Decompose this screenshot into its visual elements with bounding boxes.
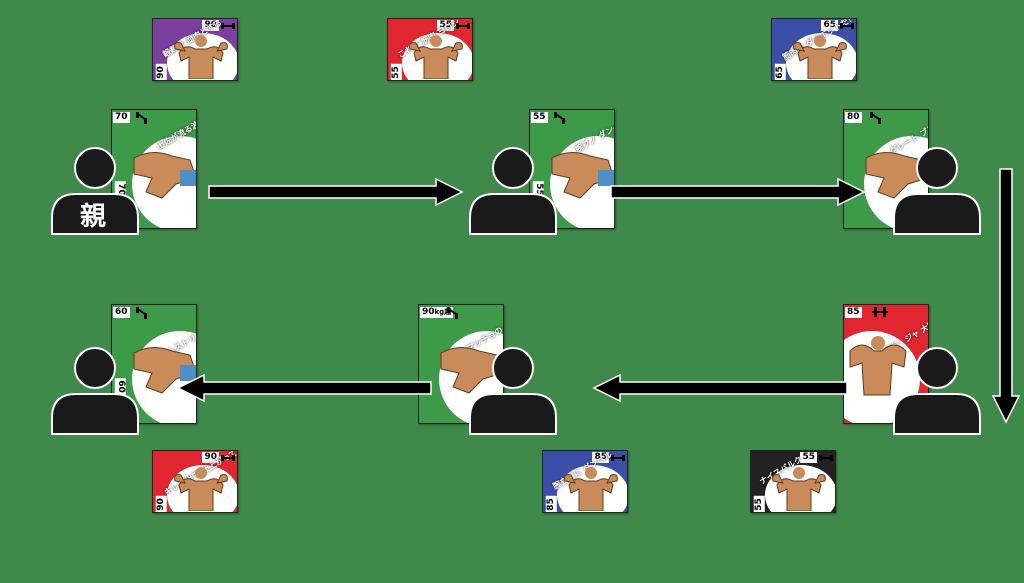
deck-card-5-weight: 85 <box>592 452 609 463</box>
dumbbell-icon <box>819 455 833 461</box>
deck-card-4-weight: 90 <box>202 452 219 463</box>
arrow-left-2-icon <box>176 374 432 402</box>
deck-card-2: 55 55 これが 筋肉 ヨロシ <box>387 18 473 81</box>
player-card-2-weight: 55 <box>531 112 548 123</box>
dumbbell-icon <box>872 307 888 317</box>
deck-card-6-weight: 55 <box>800 452 817 463</box>
player-card-4-weight: 85 <box>845 307 862 318</box>
deck-card-2-weight: 55 <box>437 20 454 31</box>
arrow-right-1-icon <box>208 178 464 206</box>
bodybuilder-figure-icon <box>865 152 928 199</box>
bodybuilder-figure-icon <box>564 467 618 511</box>
dumbbell-icon <box>447 307 458 319</box>
player-3-person-silhouette-icon <box>893 147 981 235</box>
bodybuilder-figure-icon <box>174 35 228 79</box>
bodybuilder-figure-icon <box>174 467 228 511</box>
deck-card-1-weight: 90 <box>202 20 219 31</box>
arrow-right-2-icon <box>610 178 866 206</box>
deck-card-5: 85 85 腕立てに ダンベル <box>542 450 628 513</box>
bodybuilder-figure-icon <box>133 347 196 394</box>
player-card-5-weight: 90kg超 <box>420 307 454 318</box>
deck-card-4-side-weight: 90 <box>155 496 167 512</box>
dumbbell-icon <box>611 455 625 461</box>
bodybuilder-figure-icon <box>440 347 503 394</box>
player-2-person-silhouette-icon <box>469 147 557 235</box>
dumbbell-icon <box>840 23 854 29</box>
bodybuilder-figure-icon <box>793 35 847 79</box>
dumbbell-icon <box>456 23 470 29</box>
arrow-left-1-icon <box>592 374 848 402</box>
dumbbell-icon <box>136 112 147 124</box>
dumbbell-icon <box>221 23 235 29</box>
deck-card-1-side-weight: 90 <box>155 64 167 80</box>
player-card-4: 85 脱毛か、ジャ 大胸筋だ! <box>843 304 929 424</box>
deck-card-6: 55 55 ナイスバルク <box>750 450 836 513</box>
bodybuilder-figure-icon <box>133 152 196 199</box>
parent-label: 親 <box>80 202 107 232</box>
deck-card-5-side-weight: 85 <box>545 496 557 512</box>
dumbbell-icon <box>870 112 881 124</box>
player-6-person-silhouette-icon <box>51 347 139 435</box>
deck-card-1: 90 90 鍛錬は 血肉とする <box>152 18 238 81</box>
player-card-1: 70 70 土佐が流る波 <box>111 109 197 229</box>
player-card-3-weight: 80 <box>845 112 862 123</box>
dumbbell-icon <box>221 455 235 461</box>
deck-card-3: 65 65 筋肉は ダイエットだ! <box>771 18 857 81</box>
deck-card-6-side-weight: 55 <box>753 496 765 512</box>
bodybuilder-figure-icon <box>409 35 463 79</box>
player-card-1-weight: 70 <box>113 112 130 123</box>
deck-card-3-side-weight: 65 <box>774 64 786 80</box>
arrow-down-icon <box>992 168 1020 424</box>
dumbbell-icon <box>554 112 565 124</box>
deck-card-4: 90 90 キレが出て 仕上がってる <box>152 450 238 513</box>
deck-card-3-weight: 65 <box>821 20 838 31</box>
deck-card-2-side-weight: 55 <box>390 64 402 80</box>
bodybuilder-figure-icon <box>849 336 907 396</box>
player-1-person-silhouette-icon <box>51 147 139 235</box>
player-card-6-weight: 60 <box>113 307 130 318</box>
bodybuilder-figure-icon <box>551 152 614 199</box>
player-4-person-silhouette-icon <box>893 347 981 435</box>
dumbbell-icon <box>136 307 147 319</box>
player-5-person-silhouette-icon <box>469 347 557 435</box>
bodybuilder-figure-icon <box>772 467 826 511</box>
